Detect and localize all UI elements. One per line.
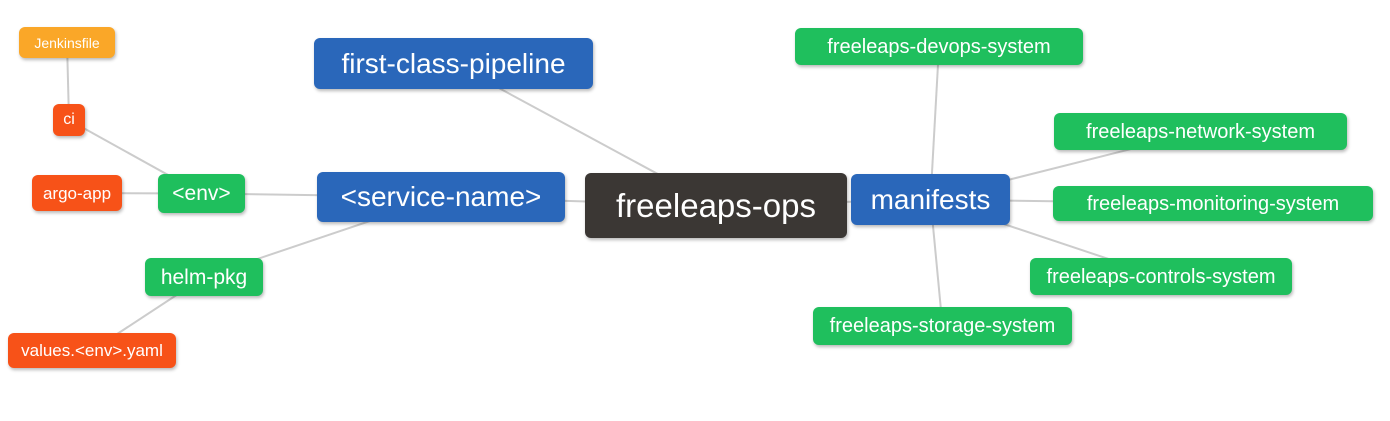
node-freeleaps-monitoring-system[interactable]: freeleaps-monitoring-system xyxy=(1053,186,1373,221)
node-freeleaps-network-system[interactable]: freeleaps-network-system xyxy=(1054,113,1347,150)
node-helm-pkg[interactable]: helm-pkg xyxy=(145,258,263,296)
node-service-name[interactable]: <service-name> xyxy=(317,172,565,222)
node-jenkinsfile[interactable]: Jenkinsfile xyxy=(19,27,115,58)
node-freeleaps-ops[interactable]: freeleaps-ops xyxy=(585,173,847,238)
node-first-class-pipeline[interactable]: first-class-pipeline xyxy=(314,38,593,89)
node-argo-app[interactable]: argo-app xyxy=(32,175,122,211)
node-freeleaps-storage-system[interactable]: freeleaps-storage-system xyxy=(813,307,1072,345)
node-freeleaps-controls-system[interactable]: freeleaps-controls-system xyxy=(1030,258,1292,295)
node-env[interactable]: <env> xyxy=(158,174,245,213)
node-freeleaps-devops-system[interactable]: freeleaps-devops-system xyxy=(795,28,1083,65)
node-manifests[interactable]: manifests xyxy=(851,174,1010,225)
node-ci[interactable]: ci xyxy=(53,104,85,136)
node-values-env-yaml[interactable]: values.<env>.yaml xyxy=(8,333,176,368)
